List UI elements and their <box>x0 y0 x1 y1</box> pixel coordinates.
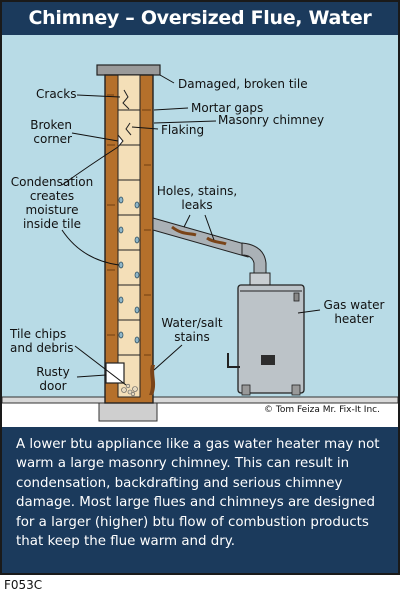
flue-tile-joints <box>118 109 140 356</box>
label-holes-stains: Holes, stains, leaks <box>154 184 240 212</box>
chimney-footing <box>98 402 158 422</box>
pressure-valve <box>293 292 300 302</box>
wall-background <box>2 35 398 397</box>
label-damaged-tile: Damaged, broken tile <box>178 77 308 91</box>
label-gas-heater-line1: Gas water <box>323 298 385 312</box>
label-condensation-line2: creates <box>29 189 75 203</box>
caption-text: A lower btu appliance like a gas water h… <box>2 427 398 573</box>
pipe-stain <box>171 225 197 237</box>
label-tile-chips: Tile chips and debris <box>10 327 74 355</box>
label-rusty-door: Rusty door <box>28 365 78 393</box>
condensation-drops <box>118 196 140 344</box>
label-cracks: Cracks <box>36 87 77 101</box>
leader-lines <box>61 74 321 386</box>
label-rusty-door-line2: door <box>39 379 67 393</box>
copyright-credit: © Tom Feiza Mr. Fix-It Inc. <box>264 405 380 415</box>
brick-marks <box>107 94 151 356</box>
label-tile-chips-line2: and debris <box>10 341 74 355</box>
draft-hood <box>249 272 271 286</box>
gas-line <box>227 353 240 368</box>
floor-slab <box>2 396 398 404</box>
label-condensation-line3: moisture <box>25 203 79 217</box>
label-holes-line2: leaks <box>181 198 213 212</box>
rusty-door <box>105 362 125 384</box>
label-gas-heater-line2: heater <box>334 312 374 326</box>
label-masonry-chimney: Masonry chimney <box>218 113 325 127</box>
label-rusty-door-line1: Rusty <box>36 365 70 379</box>
flue-pipe <box>152 217 249 258</box>
label-flaking: Flaking <box>161 123 205 137</box>
diagram-frame: Chimney – Oversized Flue, Water Heater <box>0 0 400 575</box>
label-broken-corner-line2: corner <box>33 132 72 146</box>
label-broken-corner: Broken corner <box>14 118 72 146</box>
label-broken-corner-line1: Broken <box>30 118 72 132</box>
chimney-cap <box>96 64 161 76</box>
flue-tile <box>117 74 141 398</box>
crack-mark <box>125 122 132 136</box>
label-holes-line1: Holes, stains, <box>156 184 238 198</box>
crack-mark <box>122 89 130 110</box>
gas-control <box>261 355 275 365</box>
figure-code: F053C <box>4 578 43 592</box>
label-water-salt-line1: Water/salt <box>161 316 223 330</box>
label-condensation-line1: Condensation <box>10 175 94 189</box>
label-mortar-gaps: Mortar gaps <box>191 101 264 115</box>
pipe-stain <box>206 236 227 246</box>
label-water-salt: Water/salt stains <box>154 316 230 344</box>
label-water-salt-line2: stains <box>174 330 210 344</box>
label-tile-chips-line1: Tile chips <box>10 327 67 341</box>
label-condensation-line4: inside tile <box>22 217 82 231</box>
gas-water-heater <box>237 284 305 394</box>
water-salt-stain <box>149 365 156 395</box>
illustration: Damaged, broken tile Mortar gaps Cracks … <box>2 35 398 427</box>
label-gas-water-heater: Gas water heater <box>316 298 392 326</box>
label-condensation: Condensation creates moisture inside til… <box>4 175 100 231</box>
tile-debris <box>121 383 138 397</box>
chimney-illustration <box>2 35 398 422</box>
diagram-title: Chimney – Oversized Flue, Water Heater <box>2 2 398 62</box>
